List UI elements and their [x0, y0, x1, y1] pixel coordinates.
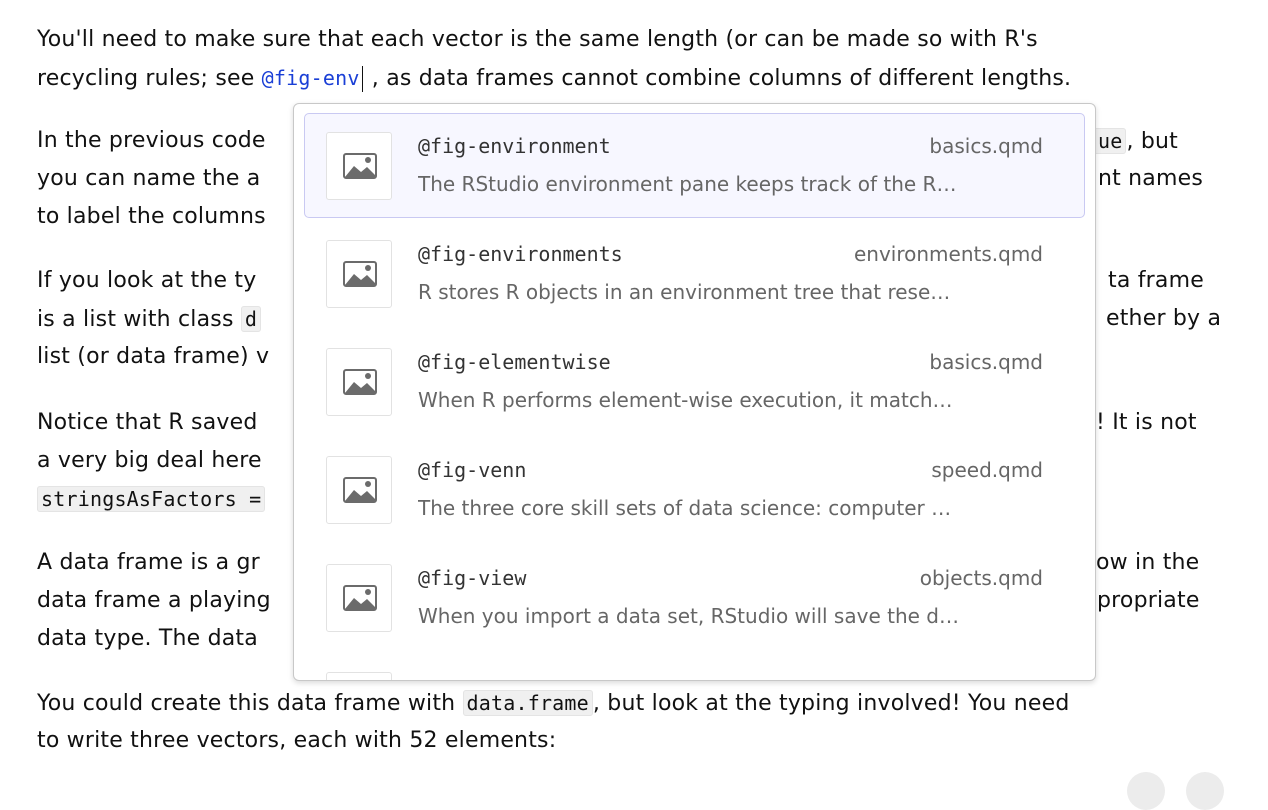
floating-button[interactable] [1127, 772, 1165, 810]
item-file: environments.qmd [853, 242, 1043, 266]
item-description: R stores R objects in an environment tre… [418, 280, 951, 304]
item-file: objects.qmd [919, 566, 1043, 590]
text-line: In the previous code [37, 128, 266, 153]
text-line: is a list with class d [37, 300, 262, 339]
inline-code: data.frame [462, 690, 593, 716]
inline-code: ue [1094, 128, 1127, 154]
text-line: stringsAsFactors = [37, 480, 266, 519]
image-icon [326, 456, 392, 524]
text-line: data type. The data [37, 626, 258, 651]
text-line: ow in the [1096, 550, 1200, 575]
item-file: basics.qmd [929, 134, 1043, 158]
item-label: @fig-environments [418, 242, 623, 266]
text-line: You could create this data frame with da… [37, 684, 1070, 723]
item-label: @fig-elementwise [418, 350, 611, 374]
text-line: ether by a [1106, 306, 1222, 331]
image-icon [326, 672, 392, 680]
text: You could create this data frame with [37, 691, 463, 716]
item-description: When you import a data set, RStudio will… [418, 604, 959, 628]
item-label: @fig-environment [418, 134, 611, 158]
image-icon [326, 240, 392, 308]
item-description: The three core skill sets of data scienc… [418, 496, 952, 520]
text-line: propriate [1097, 588, 1200, 613]
text: , but look at the typing involved! You n… [592, 691, 1070, 716]
text-line: You'll need to make sure that each vecto… [37, 27, 1038, 52]
text-line: ! It is not [1096, 410, 1197, 435]
text-line: ue, but [1094, 122, 1178, 161]
text-line: a very big deal here [37, 448, 262, 473]
text-line: Notice that R saved [37, 410, 258, 435]
text-line: data frame a playing [37, 588, 271, 613]
text-line: to write three vectors, each with 52 ele… [37, 728, 557, 753]
image-icon [326, 348, 392, 416]
text: , as data frames cannot combine columns … [364, 66, 1072, 91]
text-line: to label the columns [37, 204, 266, 229]
item-description: The RStudio environment pane keeps track… [418, 172, 957, 196]
completion-item[interactable]: @fig-environments environments.qmd R store… [304, 221, 1085, 326]
item-label: @fig-venn [418, 458, 527, 482]
item-file: speed.qmd [931, 458, 1043, 482]
text: recycling rules; see [37, 66, 262, 91]
cross-reference-link[interactable]: @fig-env [261, 66, 360, 90]
inline-code: stringsAsFactors = [37, 486, 266, 512]
completion-item[interactable] [304, 653, 1085, 680]
text: is a list with class [37, 307, 241, 332]
text-line: A data frame is a gr [37, 550, 260, 575]
text-line: If you look at the ty [37, 268, 257, 293]
text-line: you can name the a [37, 166, 261, 191]
floating-button[interactable] [1186, 772, 1224, 810]
text-line: recycling rules; see @fig-env , as data … [37, 59, 1071, 98]
item-label: @fig-view [418, 566, 527, 590]
item-description: When R performs element-wise execution, … [418, 388, 953, 412]
text: , but [1126, 129, 1179, 154]
text-line: list (or data frame) v [37, 344, 270, 369]
text-line: nt names [1098, 166, 1204, 191]
text-line: ta frame [1108, 268, 1204, 293]
item-file: basics.qmd [929, 350, 1043, 374]
text-cursor [361, 66, 363, 92]
inline-code: d [240, 306, 262, 332]
image-icon [326, 132, 392, 200]
image-icon [326, 564, 392, 632]
